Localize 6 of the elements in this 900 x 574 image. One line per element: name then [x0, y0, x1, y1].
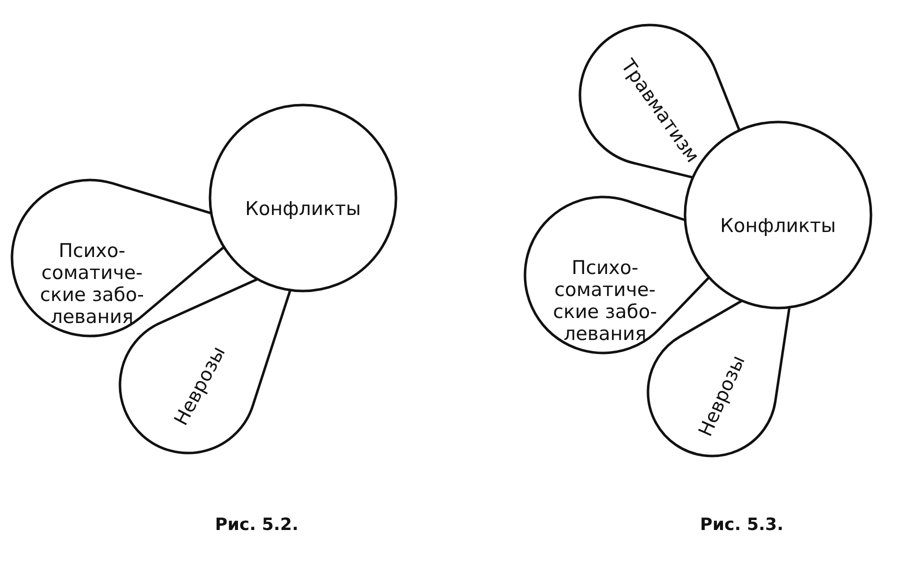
figure-caption: Рис. 5.2.: [215, 515, 298, 535]
node-label: Конфликты: [244, 198, 362, 220]
figure-caption: Рис. 5.3.: [700, 515, 784, 535]
node-label: Психо- соматиче- ские забо- левания: [39, 240, 145, 328]
node-label: Психо- соматиче- ские забо- левания: [552, 257, 658, 345]
node-label: Конфликты: [719, 215, 837, 237]
